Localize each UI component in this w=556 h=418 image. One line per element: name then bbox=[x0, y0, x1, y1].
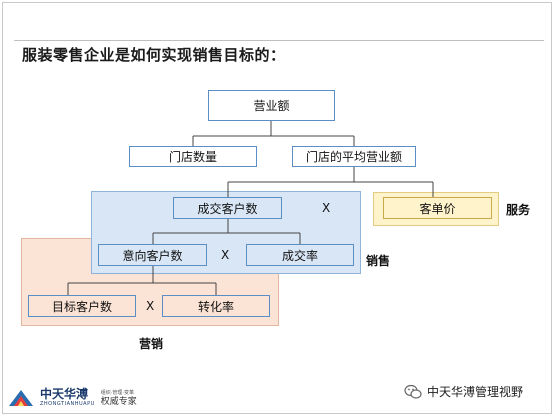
node-transform-rate: 转化率 bbox=[162, 295, 270, 317]
multiply-operator: X bbox=[221, 248, 230, 262]
brand-tags: 组织·管理·变革 bbox=[100, 389, 134, 396]
node-intent-customers: 意向客户数 bbox=[98, 244, 207, 266]
node-store-count: 门店数量 bbox=[129, 146, 257, 167]
brand-pinyin: ZHONGTIANHUAPU bbox=[40, 401, 95, 407]
wechat-account-name: 中天华溥管理视野 bbox=[427, 385, 524, 399]
title-divider bbox=[14, 40, 544, 41]
node-target-customers: 目标客户数 bbox=[28, 295, 136, 317]
multiply-operator: X bbox=[322, 201, 331, 215]
brand-logo-block: 中天华溥 ZHONGTIANHUAPU 组织·管理·变革 权威专家 bbox=[6, 386, 137, 410]
node-revenue: 营业额 bbox=[208, 90, 335, 121]
node-avg-store-revenue: 门店的平均营业额 bbox=[292, 146, 416, 167]
node-deal-customers: 成交客户数 bbox=[173, 197, 282, 219]
node-conversion-rate: 成交率 bbox=[246, 244, 354, 266]
region-label-marketing: 营销 bbox=[139, 337, 164, 351]
slide-frame bbox=[2, 2, 552, 414]
region-label-sales: 销售 bbox=[366, 254, 391, 268]
brand-expert: 权威专家 bbox=[100, 396, 137, 407]
zhongtian-logo-icon bbox=[9, 390, 33, 406]
wechat-watermark: 中天华溥管理视野 bbox=[404, 383, 523, 400]
node-unit-price: 客单价 bbox=[383, 197, 492, 219]
wechat-icon bbox=[404, 384, 422, 399]
region-label-service: 服务 bbox=[506, 203, 531, 217]
multiply-operator: X bbox=[146, 299, 155, 313]
slide-title: 服装零售企业是如何实现销售目标的： bbox=[22, 46, 286, 64]
brand-name: 中天华溥 bbox=[40, 387, 89, 401]
